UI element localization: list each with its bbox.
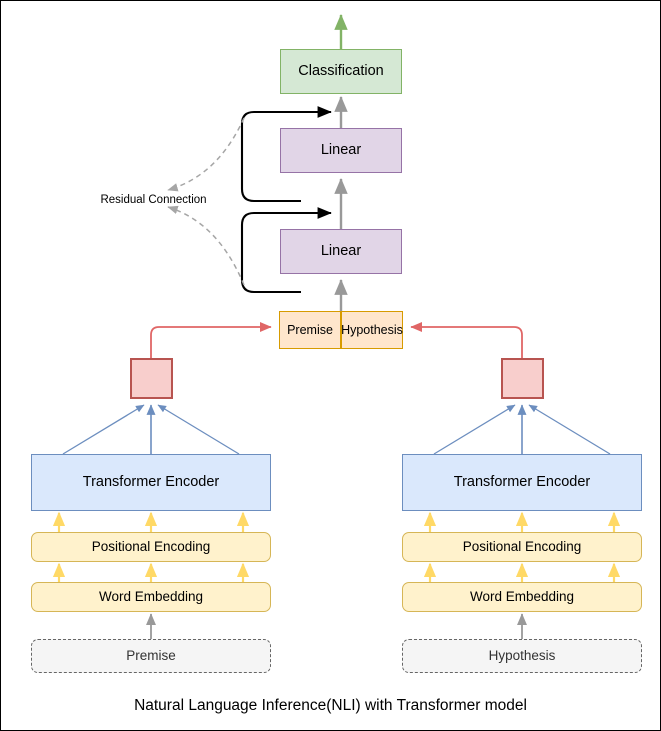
residual-loop-bottom [240, 207, 332, 294]
node-transformer-encoder-right[interactable]: Transformer Encoder [402, 454, 642, 511]
node-input-hypothesis-label: Hypothesis [488, 648, 556, 664]
node-positional-encoding-right-label: Positional Encoding [462, 539, 582, 555]
arrows-right-encoder-to-pool [433, 404, 611, 455]
node-hypothesis-cell[interactable]: Hypothesis [341, 311, 403, 349]
node-classification-label: Classification [298, 63, 384, 80]
node-premise-cell[interactable]: Premise [279, 311, 341, 349]
node-premise-cell-label: Premise [287, 322, 333, 337]
node-positional-encoding-right[interactable]: Positional Encoding [402, 532, 642, 562]
node-input-hypothesis[interactable]: Hypothesis [402, 639, 642, 673]
node-linear-bottom[interactable]: Linear [280, 229, 402, 274]
node-input-premise[interactable]: Premise [31, 639, 271, 673]
node-pooling-right[interactable] [501, 358, 544, 399]
node-linear-top-label: Linear [320, 142, 362, 159]
node-input-premise-label: Premise [126, 648, 176, 664]
node-classification[interactable]: Classification [280, 49, 402, 94]
label-residual-connection-text: Residual Connection [100, 194, 207, 207]
arrows-left-encoder-to-pool [62, 404, 240, 455]
node-word-embedding-left[interactable]: Word Embedding [31, 582, 271, 612]
residual-loop-top [240, 106, 332, 203]
node-transformer-encoder-left-label: Transformer Encoder [82, 474, 220, 491]
arrows-left-we-to-pe [52, 562, 250, 582]
node-linear-bottom-label: Linear [320, 243, 362, 260]
node-word-embedding-right[interactable]: Word Embedding [402, 582, 642, 612]
node-hypothesis-cell-label: Hypothesis [341, 322, 403, 337]
node-pooling-left[interactable] [130, 358, 173, 399]
arrows-right-pe-to-encoder [423, 511, 621, 532]
node-positional-encoding-left[interactable]: Positional Encoding [31, 532, 271, 562]
arrow-pool-right-to-hypothesis [410, 321, 523, 358]
node-positional-encoding-left-label: Positional Encoding [91, 539, 211, 555]
node-transformer-encoder-right-label: Transformer Encoder [453, 474, 591, 491]
node-word-embedding-left-label: Word Embedding [98, 589, 204, 605]
node-linear-top[interactable]: Linear [280, 128, 402, 173]
node-word-embedding-right-label: Word Embedding [469, 589, 575, 605]
arrows-right-we-to-pe [423, 562, 621, 582]
node-transformer-encoder-left[interactable]: Transformer Encoder [31, 454, 271, 511]
arrow-pool-left-to-premise [150, 321, 272, 358]
diagram-caption-text: Natural Language Inference(NLI) with Tra… [134, 697, 527, 714]
label-residual-connection: Residual Connection [76, 191, 231, 211]
arrows-left-pe-to-encoder [52, 511, 250, 532]
residual-annotation-arrows [167, 117, 245, 286]
diagram-caption: Natural Language Inference(NLI) with Tra… [1, 691, 660, 721]
